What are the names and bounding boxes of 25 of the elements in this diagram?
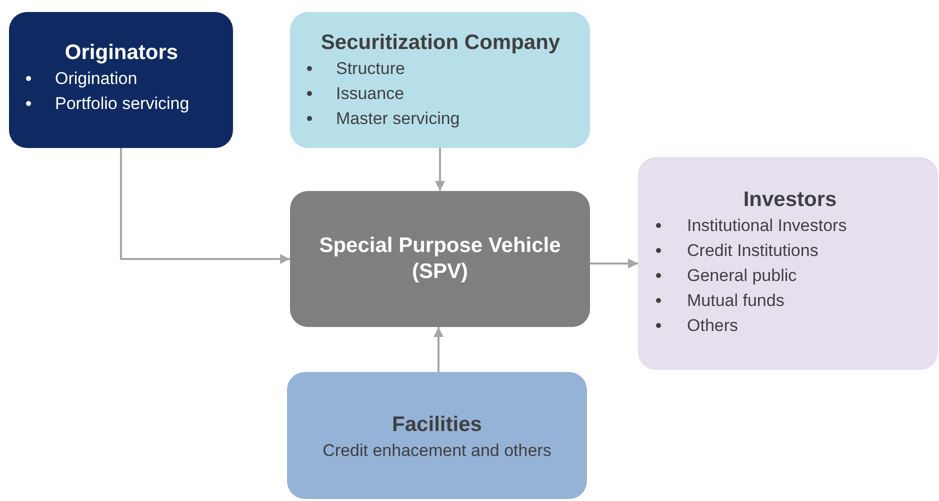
list-item: Issuance (303, 81, 404, 106)
list-item: Credit Institutions (652, 238, 818, 264)
box-text: Credit enhacement and others (322, 440, 552, 462)
box-heading: Securitization Company (320, 30, 560, 56)
list-item: Institutional Investors (652, 213, 847, 238)
list-item: Structure (303, 56, 405, 82)
arrow (434, 327, 444, 372)
process-box (290, 191, 590, 327)
process-box (9, 12, 233, 148)
arrow (120, 148, 290, 264)
arrow (590, 258, 638, 268)
list-item: Mutual funds (652, 288, 784, 314)
process-box (638, 157, 938, 370)
list-item: Master servicing (303, 106, 460, 132)
process-box (287, 372, 587, 499)
box-heading: Facilities (392, 412, 482, 438)
process-box (290, 12, 590, 148)
list-item: Portfolio servicing (22, 91, 190, 116)
box-heading: Investors (743, 187, 837, 213)
arrow (435, 148, 445, 191)
box-heading: Special Purpose Vehicle (SPV) (318, 232, 562, 285)
list-item: Origination (22, 66, 138, 92)
list-item: Others (652, 313, 738, 338)
list-item: General public (652, 263, 797, 288)
box-heading: Originators (64, 40, 178, 66)
